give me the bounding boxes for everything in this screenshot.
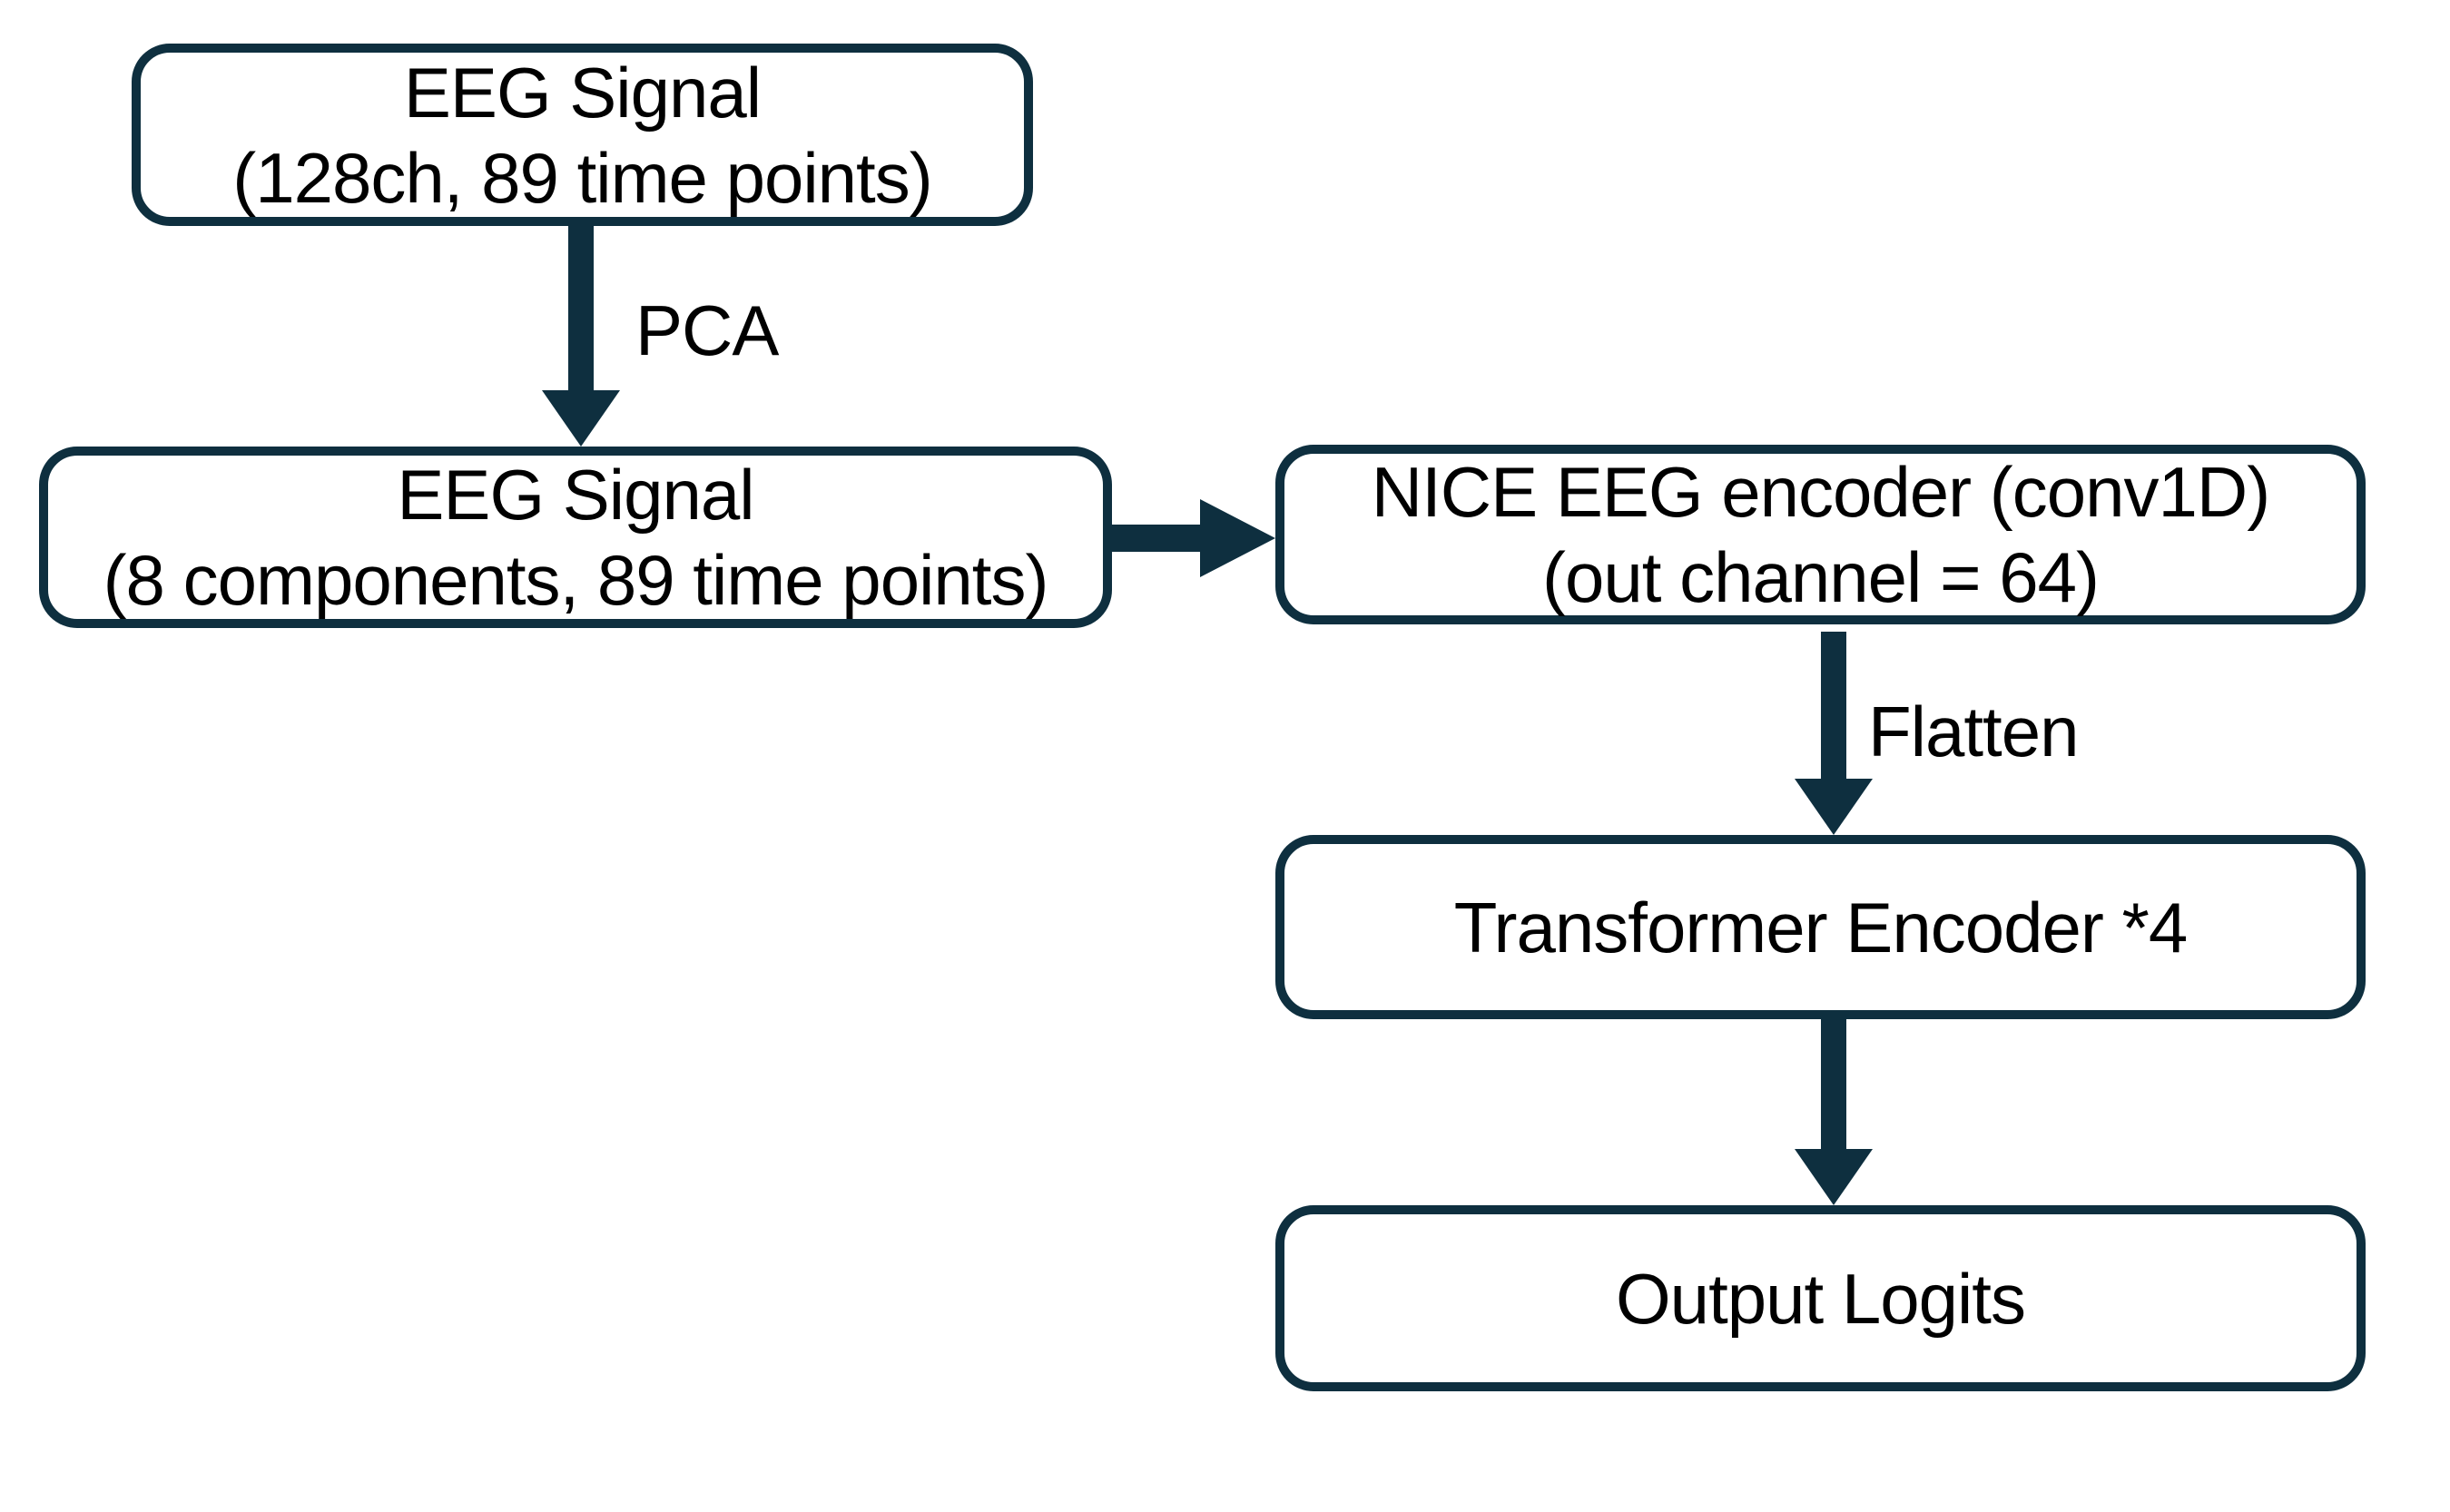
node-transformer-encoder-line1: Transformer Encoder *4 <box>1453 887 2188 967</box>
node-eeg-signal-raw-line2: (128ch, 89 time points) <box>232 137 932 218</box>
arrow-down-pca-head-icon <box>542 390 620 447</box>
arrow-down-flatten-head-icon <box>1795 779 1873 835</box>
node-output-logits-line1: Output Logits <box>1616 1258 2026 1339</box>
node-nice-eeg-encoder-line1: NICE EEG encoder (conv1D) <box>1371 452 2270 532</box>
node-eeg-signal-pca-line1: EEG Signal <box>397 455 754 535</box>
node-eeg-signal-raw-line1: EEG Signal <box>403 52 762 133</box>
node-nice-eeg-encoder-line2: (out channel = 64) <box>1542 537 2100 617</box>
arrow-down-flatten-shaft <box>1821 632 1846 779</box>
arrow-right-encoder-shaft <box>1111 525 1202 552</box>
edge-label-pca: PCA <box>635 290 779 370</box>
node-nice-eeg-encoder: NICE EEG encoder (conv1D) (out channel =… <box>1275 445 2366 624</box>
node-output-logits: Output Logits <box>1275 1205 2366 1391</box>
arrow-down-output-shaft <box>1821 1018 1846 1149</box>
arrow-down-output-head-icon <box>1795 1149 1873 1205</box>
edge-label-flatten: Flatten <box>1868 692 2079 771</box>
node-transformer-encoder: Transformer Encoder *4 <box>1275 835 2366 1019</box>
node-eeg-signal-pca: EEG Signal (8 components, 89 time points… <box>39 447 1112 628</box>
arrow-right-encoder-head-icon <box>1200 499 1275 577</box>
node-eeg-signal-pca-line2: (8 components, 89 time points) <box>103 540 1049 620</box>
node-eeg-signal-raw: EEG Signal (128ch, 89 time points) <box>132 44 1033 226</box>
arrow-down-pca-shaft <box>568 225 594 390</box>
